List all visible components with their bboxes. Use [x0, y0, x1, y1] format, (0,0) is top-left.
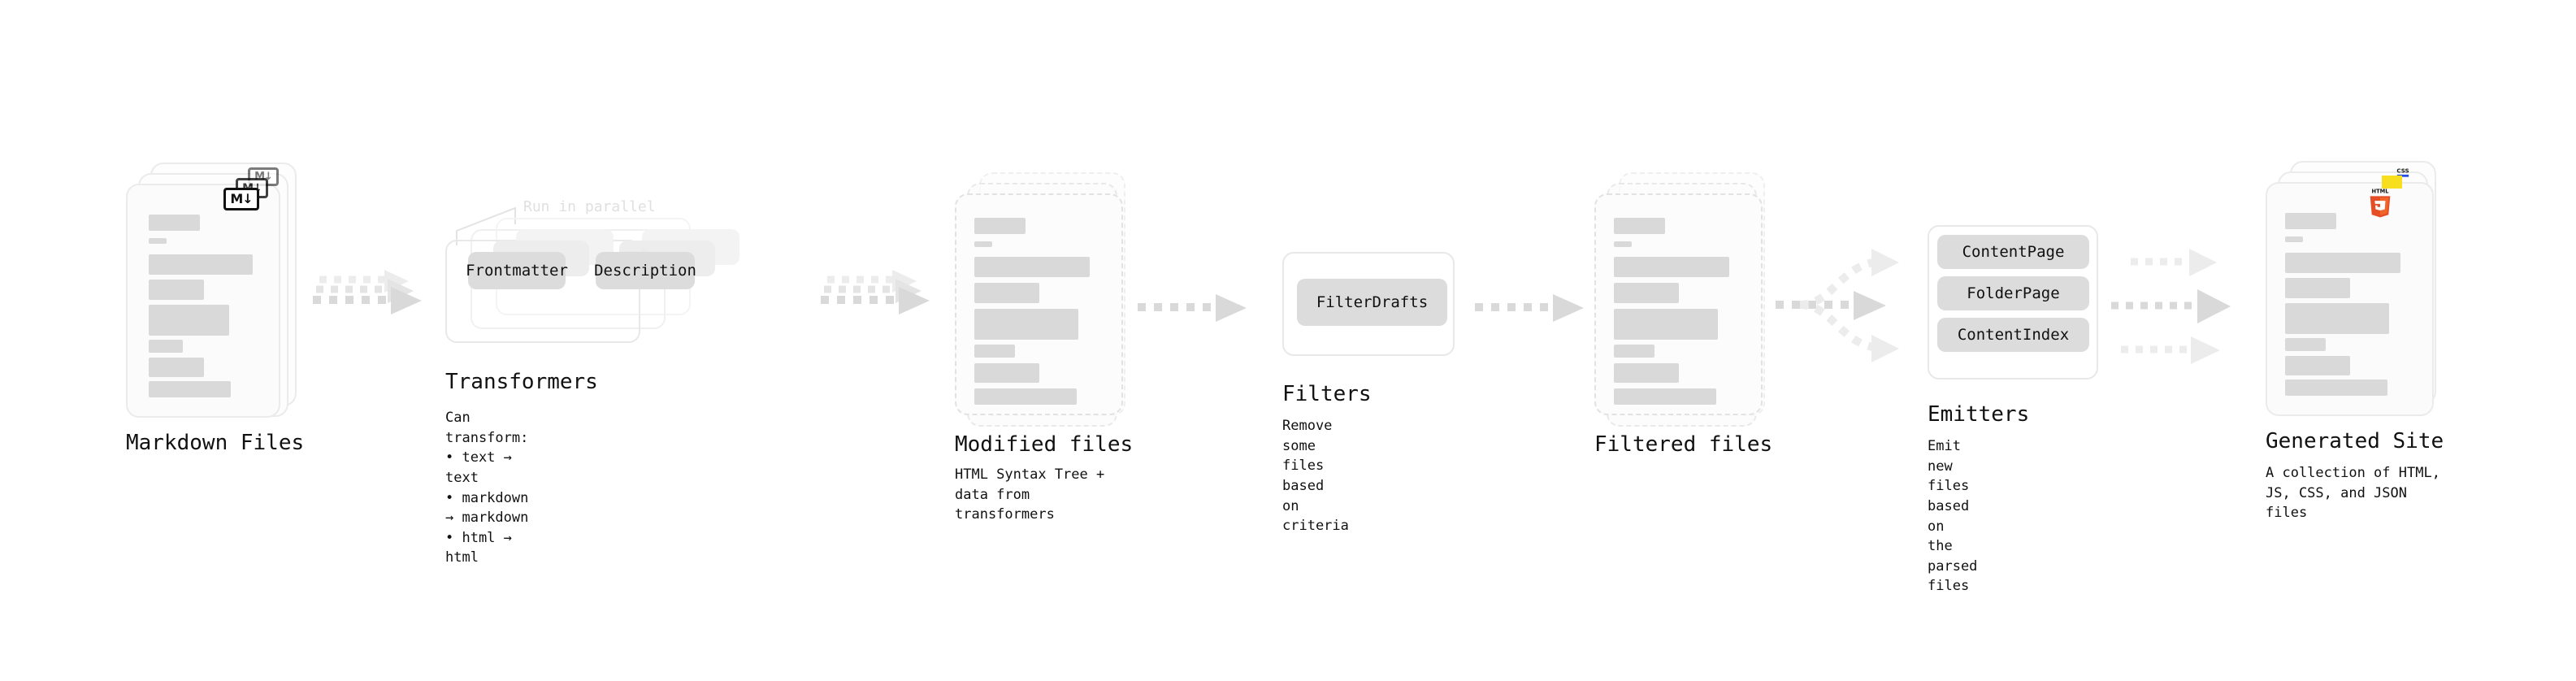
- transformer-node-frontmatter[interactable]: Frontmatter: [466, 252, 568, 289]
- filter-node-filterdrafts-label: FilterDrafts: [1316, 293, 1429, 311]
- emitter-node-contentpage-label: ContentPage: [1962, 243, 2065, 261]
- site-card-stack: CSS HTML: [2266, 161, 2440, 421]
- emitter-node-contentindex[interactable]: ContentIndex: [1937, 318, 2089, 352]
- skeleton-subtitle: [1614, 241, 1632, 247]
- markdown-icon: M↓: [223, 188, 259, 210]
- skeleton-row: [1614, 388, 1716, 405]
- connector-modified-to-filters: [1138, 294, 1247, 322]
- skeleton-row: [149, 340, 183, 353]
- stage-generated-site: CSS HTML Generated Site A collection of …: [2266, 161, 2444, 521]
- skeleton-row: [1614, 283, 1679, 303]
- connector-filtered-to-emitters: [1776, 249, 1899, 362]
- skeleton-row: [2285, 356, 2350, 375]
- annotation-run-in-parallel: Run in parallel: [523, 198, 656, 215]
- skeleton-row: [1614, 309, 1718, 340]
- skeleton-row: [974, 388, 1077, 405]
- modified-card-front: [955, 193, 1123, 415]
- skeleton-row: [149, 305, 229, 336]
- modified-card-stack: [955, 172, 1130, 432]
- filtered-card-stack: [1594, 172, 1769, 432]
- skeleton-title: [974, 218, 1026, 234]
- stage-title-transformers: Transformers: [445, 370, 598, 394]
- html5-icon: HTML: [2370, 189, 2391, 218]
- skeleton-row: [974, 283, 1039, 303]
- stage-title-filters: Filters: [1282, 382, 1372, 406]
- svg-text:CSS: CSS: [2396, 167, 2409, 175]
- markdown-card-stack: M↓ M↓ M↓: [126, 163, 297, 423]
- stage-title-filtered-files: Filtered files: [1594, 432, 1773, 457]
- site-card-front: [2266, 182, 2434, 416]
- skeleton-row: [974, 257, 1090, 277]
- stage-desc-modified-files: HTML Syntax Tree + data from transformer…: [955, 466, 1105, 523]
- filtered-card-front: [1594, 193, 1763, 415]
- skeleton-row: [1614, 345, 1654, 358]
- stage-markdown-files: M↓ M↓ M↓ Markdown Files: [126, 163, 304, 455]
- emitter-node-folderpage-label: FolderPage: [1967, 284, 2060, 302]
- emitter-node-contentpage[interactable]: ContentPage: [1937, 235, 2089, 269]
- skeleton-row: [2285, 303, 2389, 334]
- skeleton-title: [149, 215, 200, 231]
- stage-filtered-files: Filtered files: [1594, 172, 1772, 457]
- stage-desc-filters: Remove some files based on criteria: [1282, 418, 1349, 535]
- stage-title-generated-site: Generated Site: [2266, 429, 2444, 453]
- emitter-node-folderpage[interactable]: FolderPage: [1937, 276, 2089, 310]
- skeleton-row: [149, 358, 204, 377]
- run-in-parallel-brace: [456, 206, 516, 245]
- skeleton-title: [2285, 213, 2336, 229]
- skeleton-row: [2285, 380, 2387, 396]
- stage-desc-transformers: Can transform: • text → text • markdown …: [445, 410, 529, 566]
- connector-emitters-to-site: [2111, 249, 2231, 364]
- skeleton-row: [1614, 257, 1729, 277]
- stage-modified-files: Modified files HTML Syntax Tree + data f…: [955, 172, 1133, 523]
- skeleton-subtitle: [974, 241, 992, 247]
- js-icon: [2382, 176, 2402, 189]
- skeleton-row: [2285, 253, 2400, 273]
- emitters-group-box: [1928, 225, 2098, 380]
- connector-filters-to-filtered: [1475, 294, 1584, 322]
- stage-desc-generated-site: A collection of HTML, JS, CSS, and JSON …: [2266, 465, 2440, 522]
- skeleton-row: [149, 381, 231, 397]
- skeleton-subtitle: [149, 238, 167, 244]
- skeleton-row: [2285, 278, 2350, 298]
- transformer-node-description-label: Description: [594, 262, 696, 280]
- emitter-node-contentindex-label: ContentIndex: [1957, 326, 2070, 344]
- transformer-node-frontmatter-label: Frontmatter: [466, 262, 568, 280]
- skeleton-row: [974, 363, 1039, 383]
- skeleton-row: [149, 254, 253, 275]
- connector-md-to-transformers: [313, 270, 422, 314]
- markdown-card-front: [126, 184, 280, 418]
- stage-title-emitters: Emitters: [1928, 402, 2030, 427]
- skeleton-row: [149, 280, 204, 300]
- css3-icon: CSS: [2396, 167, 2409, 177]
- skeleton-title: [1614, 218, 1665, 234]
- filter-node-filterdrafts[interactable]: FilterDrafts: [1297, 279, 1447, 326]
- skeleton-row: [974, 345, 1015, 358]
- transformer-node-description[interactable]: Description: [594, 252, 696, 289]
- stage-desc-emitters: Emit new files based on the parsed files: [1928, 438, 1978, 595]
- connector-transformers-to-modified: [821, 270, 930, 314]
- skeleton-row: [2285, 338, 2326, 351]
- skeleton-subtitle: [2285, 236, 2303, 242]
- filters-group-box: [1282, 252, 1455, 356]
- stage-title-modified-files: Modified files: [955, 432, 1134, 457]
- skeleton-row: [1614, 363, 1679, 383]
- stage-title-markdown-files: Markdown Files: [126, 431, 305, 455]
- skeleton-row: [974, 309, 1078, 340]
- svg-text:HTML: HTML: [2372, 189, 2390, 195]
